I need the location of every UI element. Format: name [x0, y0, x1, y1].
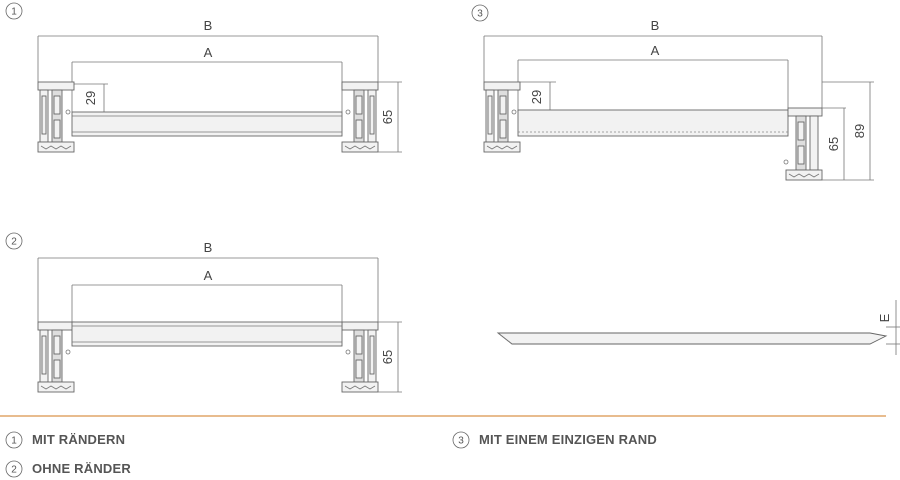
legend-item-1: 1 MIT RÄNDERN [5, 431, 125, 449]
label-B-3: B [651, 18, 660, 33]
label-B-2: B [204, 240, 213, 255]
svg-text:2: 2 [11, 465, 17, 476]
label-A-1: A [204, 45, 213, 60]
badge-1: 1 [5, 2, 23, 20]
edge-profile-right-1 [341, 81, 379, 153]
legend-badge-2 [5, 460, 23, 478]
legend-badge-3 [452, 431, 470, 449]
edge-profile-left-3 [483, 81, 521, 153]
label-B-1: B [204, 18, 213, 33]
legend-label-3: MIT EINEM EINZIGEN RAND [479, 432, 657, 447]
edge-profile-left-1 [37, 81, 75, 153]
label-89-3: 89 [852, 124, 867, 138]
label-A-3: A [651, 43, 660, 58]
edge-profile-right-2 [341, 321, 379, 393]
svg-text:3: 3 [477, 9, 483, 20]
legend-label-1: MIT RÄNDERN [32, 432, 125, 447]
svg-text:1: 1 [11, 436, 17, 447]
drawing-3-single-edge: 3 B A 29 [471, 4, 874, 181]
legend-badge-1 [5, 431, 23, 449]
legend-item-3: 3 MIT EINEM EINZIGEN RAND [452, 431, 657, 449]
label-65-3: 65 [826, 137, 841, 151]
edge-profile-left-2 [37, 321, 75, 393]
svg-text:1: 1 [11, 7, 17, 18]
svg-text:3: 3 [458, 436, 464, 447]
plain-plate-drawing: E [496, 300, 900, 355]
label-A-2: A [204, 268, 213, 283]
legend-item-2: 2 OHNE RÄNDER [5, 460, 131, 478]
legend: 1 MIT RÄNDERN 2 OHNE RÄNDER 3 MIT EINEM … [5, 431, 657, 478]
plate-profile [496, 332, 888, 345]
badge-3: 3 [471, 4, 489, 22]
legend-label-2: OHNE RÄNDER [32, 461, 131, 476]
svg-text:2: 2 [11, 237, 17, 248]
edge-profile-right-3 [783, 107, 823, 181]
label-65-2: 65 [380, 350, 395, 364]
label-E: E [877, 313, 892, 322]
badge-2: 2 [5, 232, 23, 250]
drawing-2-without-edges: 2 B A 65 [5, 232, 402, 393]
label-29-3: 29 [529, 90, 544, 104]
label-65-1: 65 [380, 110, 395, 124]
label-29-1: 29 [83, 91, 98, 105]
drawing-1-with-edges: 1 B A 29 65 [5, 2, 402, 153]
